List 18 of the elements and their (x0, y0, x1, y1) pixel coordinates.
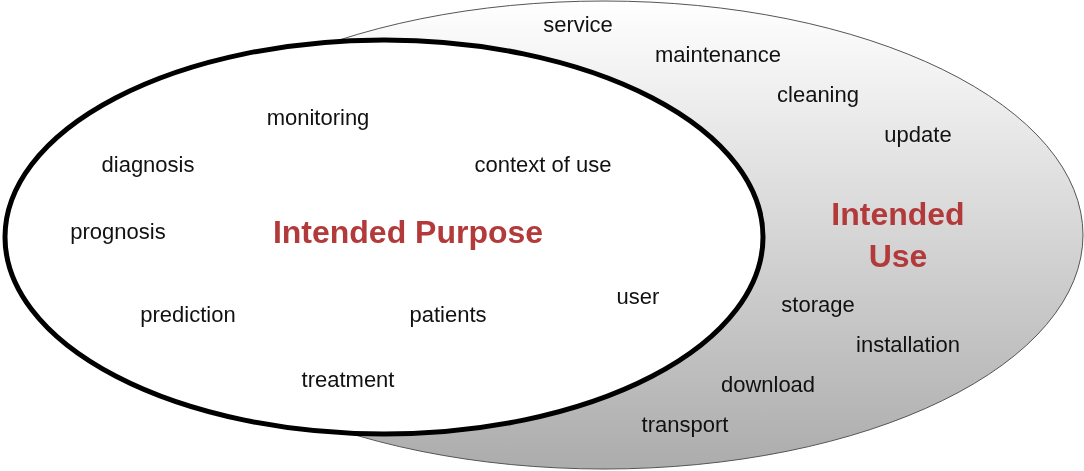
term-label: diagnosis (101, 152, 195, 178)
term-label: prediction (140, 302, 236, 328)
term-label: update (884, 122, 952, 148)
term-label: context of use (474, 152, 612, 178)
term-label: transport (641, 412, 729, 438)
term-label: service (543, 12, 613, 38)
term-label: prognosis (70, 219, 166, 245)
ellipse-heading: Intended Purpose (271, 213, 545, 253)
term-label: cleaning (777, 82, 859, 108)
term-label: monitoring (266, 105, 370, 131)
term-label: download (720, 372, 816, 398)
term-label: treatment (301, 367, 395, 393)
ellipse-heading: Intended Use (830, 195, 966, 276)
term-label: user (616, 284, 660, 310)
term-label: maintenance (655, 42, 781, 68)
term-label: storage (781, 292, 855, 318)
term-label: patients (409, 302, 487, 328)
term-label: installation (856, 332, 960, 358)
